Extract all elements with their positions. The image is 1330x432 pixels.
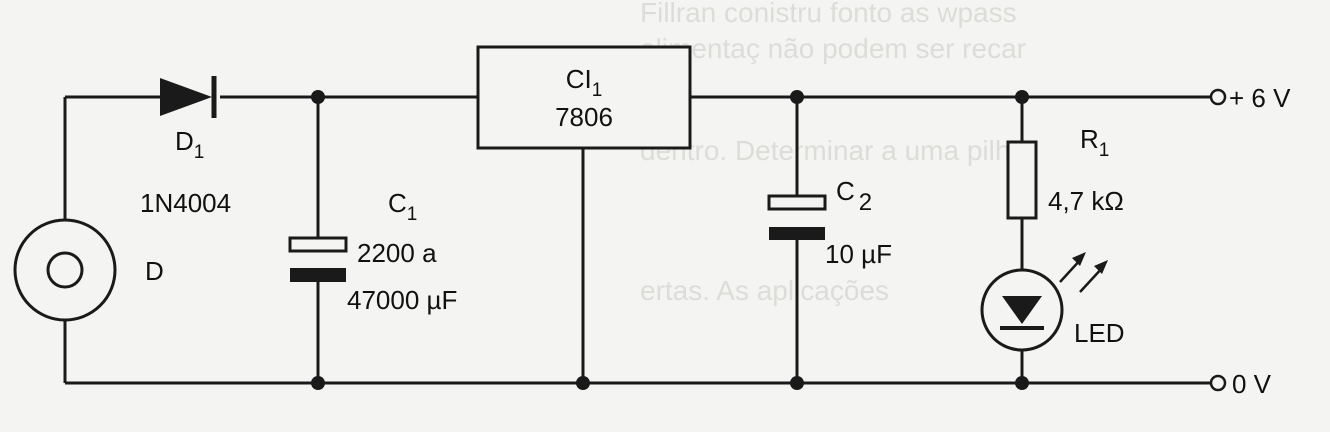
junction-dot bbox=[576, 376, 590, 390]
regulator-name: CI bbox=[566, 64, 592, 94]
diode-sub: 1 bbox=[194, 142, 205, 163]
regulator-box bbox=[476, 45, 692, 150]
diode-part-number: 1N4004 bbox=[140, 188, 231, 218]
ground-terminal-icon bbox=[1209, 374, 1227, 392]
c2-sub: 2 bbox=[859, 189, 872, 216]
jack-outer-icon bbox=[13, 218, 117, 322]
junction-dot bbox=[311, 90, 325, 104]
capacitor-c1-symbol bbox=[288, 236, 348, 282]
bleed-line-2: alimentaç não podem ser recar bbox=[640, 33, 1026, 64]
junctions bbox=[311, 90, 1029, 390]
power-jack-symbol bbox=[13, 218, 117, 322]
capacitor-c2-symbol bbox=[767, 194, 827, 240]
regulator-part-number: 7806 bbox=[555, 102, 613, 132]
regulator-sub: 1 bbox=[592, 80, 603, 101]
ground-terminal-label: 0 V bbox=[1232, 369, 1272, 399]
junction-dot bbox=[790, 376, 804, 390]
led-light-arrowhead-icon bbox=[1072, 252, 1086, 266]
bleed-line-4: ertas. As aplicações bbox=[640, 275, 889, 306]
led-triangle-icon bbox=[1002, 296, 1042, 324]
positive-terminal-label: + 6 V bbox=[1229, 83, 1291, 113]
regulator-symbol: CI1 7806 bbox=[476, 45, 692, 150]
c2-value: 10 µF bbox=[825, 239, 892, 269]
resistor-symbol bbox=[1006, 140, 1038, 220]
bleed-through-text: Fillran conistru fonto as wpass alimenta… bbox=[640, 0, 1026, 306]
c2-negative-plate-icon bbox=[769, 227, 825, 240]
c1-value-line2: 47000 µF bbox=[347, 285, 457, 315]
r1-sub: 1 bbox=[1099, 140, 1110, 161]
junction-dot bbox=[1015, 376, 1029, 390]
c1-negative-plate-icon bbox=[290, 268, 346, 282]
junction-dot bbox=[790, 90, 804, 104]
junction-dot bbox=[1015, 90, 1029, 104]
c1-name: C bbox=[388, 188, 407, 218]
positive-terminal-icon bbox=[1209, 88, 1227, 106]
c1-label: C1 bbox=[388, 188, 417, 225]
diode-label: D1 bbox=[175, 126, 204, 163]
bleed-line-3: dentro. Determinar a uma pilha bbox=[640, 135, 1026, 166]
c2-positive-plate-icon bbox=[767, 194, 827, 211]
jack-inner-icon bbox=[46, 251, 84, 289]
terminals bbox=[1209, 88, 1227, 392]
c1-value-line1: 2200 a bbox=[357, 238, 437, 268]
c2-name: C bbox=[836, 176, 855, 206]
regulator-label: CI1 bbox=[566, 64, 603, 101]
c1-sub: 1 bbox=[407, 204, 418, 225]
source-label: D bbox=[145, 256, 164, 286]
r1-label: R1 bbox=[1080, 124, 1109, 161]
junction-dot bbox=[311, 376, 325, 390]
led-label: LED bbox=[1074, 318, 1125, 348]
led-light-arrowhead-icon bbox=[1094, 260, 1108, 274]
bleed-line-1: Fillran conistru fonto as wpass bbox=[640, 0, 1017, 28]
wires bbox=[63, 95, 1210, 385]
diode-symbol bbox=[160, 76, 217, 118]
diode-triangle-icon bbox=[160, 78, 212, 116]
led-symbol bbox=[980, 252, 1108, 352]
diode-name: D bbox=[175, 126, 194, 156]
c1-positive-plate-icon bbox=[288, 236, 348, 253]
r1-name: R bbox=[1080, 124, 1099, 154]
r1-value: 4,7 kΩ bbox=[1048, 186, 1124, 216]
